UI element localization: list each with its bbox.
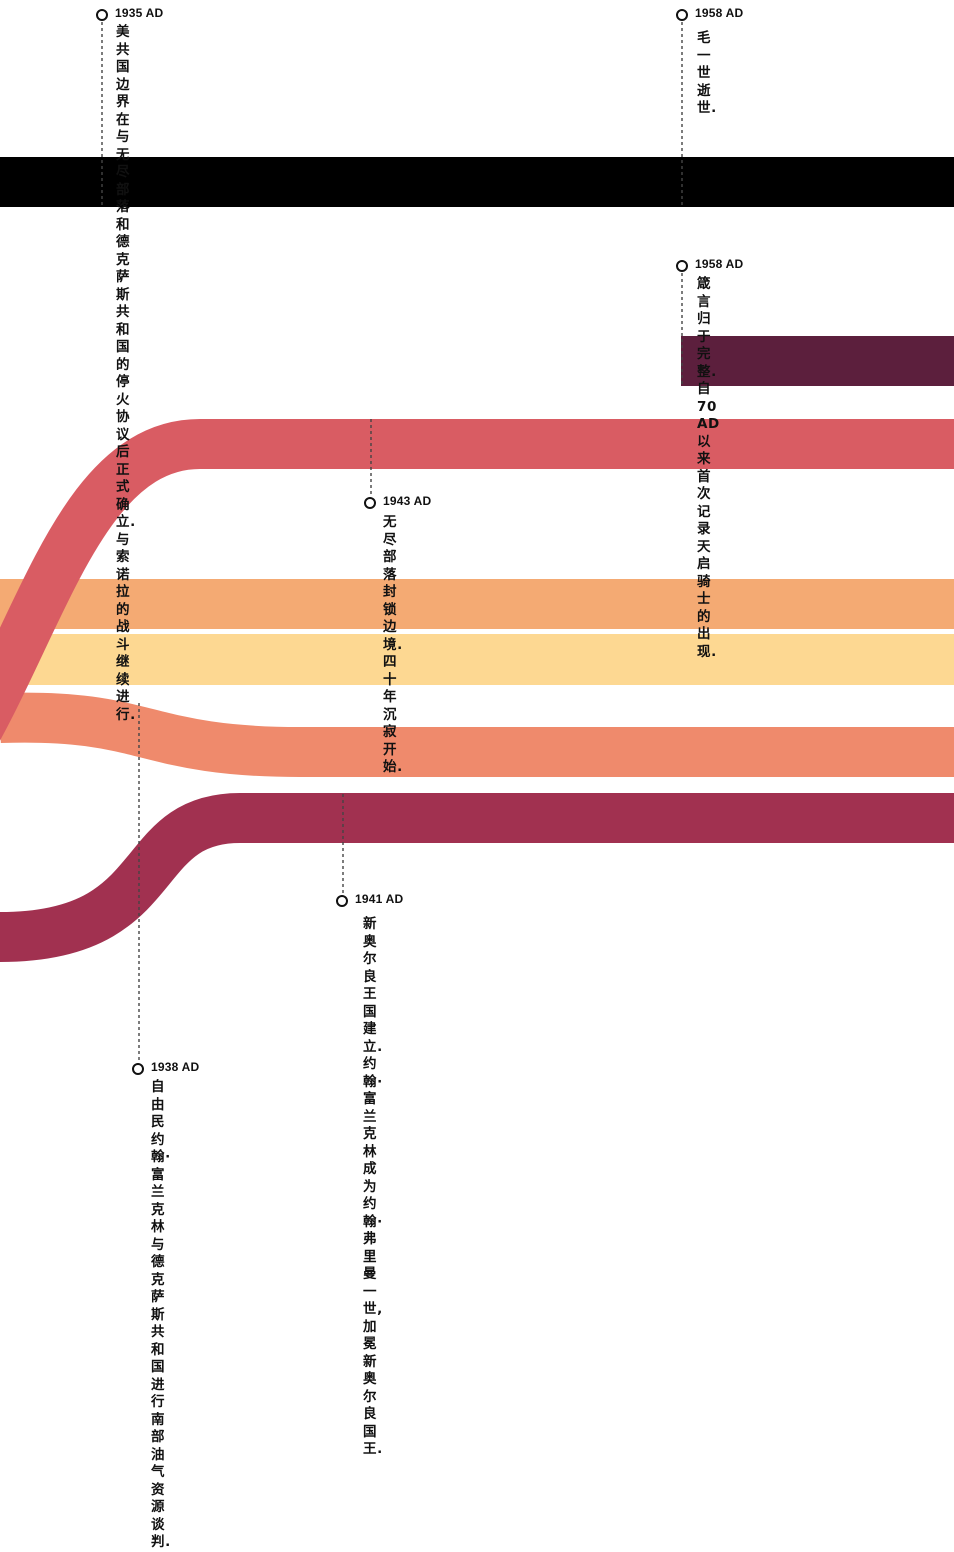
event-marker-icon	[676, 260, 688, 272]
red-band	[0, 419, 954, 741]
crimson-band	[0, 793, 954, 962]
event-description: 自由民约翰·富兰克林与 德克萨斯共和国进行南部 油气资源谈判.	[151, 1079, 171, 1550]
event-year: 1958 AD	[695, 6, 744, 20]
event-year: 1941 AD	[355, 892, 404, 906]
timeline-diagram	[0, 22, 954, 1063]
plum-band	[681, 336, 954, 386]
event-description: 箴言归于完整.自70 AD以来 首次记录天启骑士的出现.	[697, 276, 720, 660]
event-marker-icon	[96, 9, 108, 21]
event-description: 毛一世逝世.	[697, 30, 717, 116]
salmon-band	[0, 692, 954, 777]
event-marker-icon	[336, 895, 348, 907]
event-description: 美共国边界在与无尽部落 和德克萨斯共和国的停火 协议后正式确立.与索诺拉 的战斗…	[116, 24, 136, 723]
connectors	[101, 22, 683, 1063]
event-marker-icon	[364, 497, 376, 509]
event-year: 1943 AD	[383, 494, 432, 508]
event-description: 新奥尔良王国建立. 约翰·富兰克林成为 约翰·弗里曼一世, 加冕新奥尔良国王.	[363, 916, 383, 1457]
event-description: 无尽部落封锁边境. 四十年沉寂开始.	[383, 514, 403, 775]
event-year: 1935 AD	[115, 6, 164, 20]
orange-band	[0, 579, 954, 629]
yellow-band	[0, 634, 954, 685]
event-marker-icon	[676, 9, 688, 21]
event-marker-icon	[132, 1063, 144, 1075]
black-band	[0, 157, 954, 207]
event-year: 1958 AD	[695, 257, 744, 271]
event-year: 1938 AD	[151, 1060, 200, 1074]
